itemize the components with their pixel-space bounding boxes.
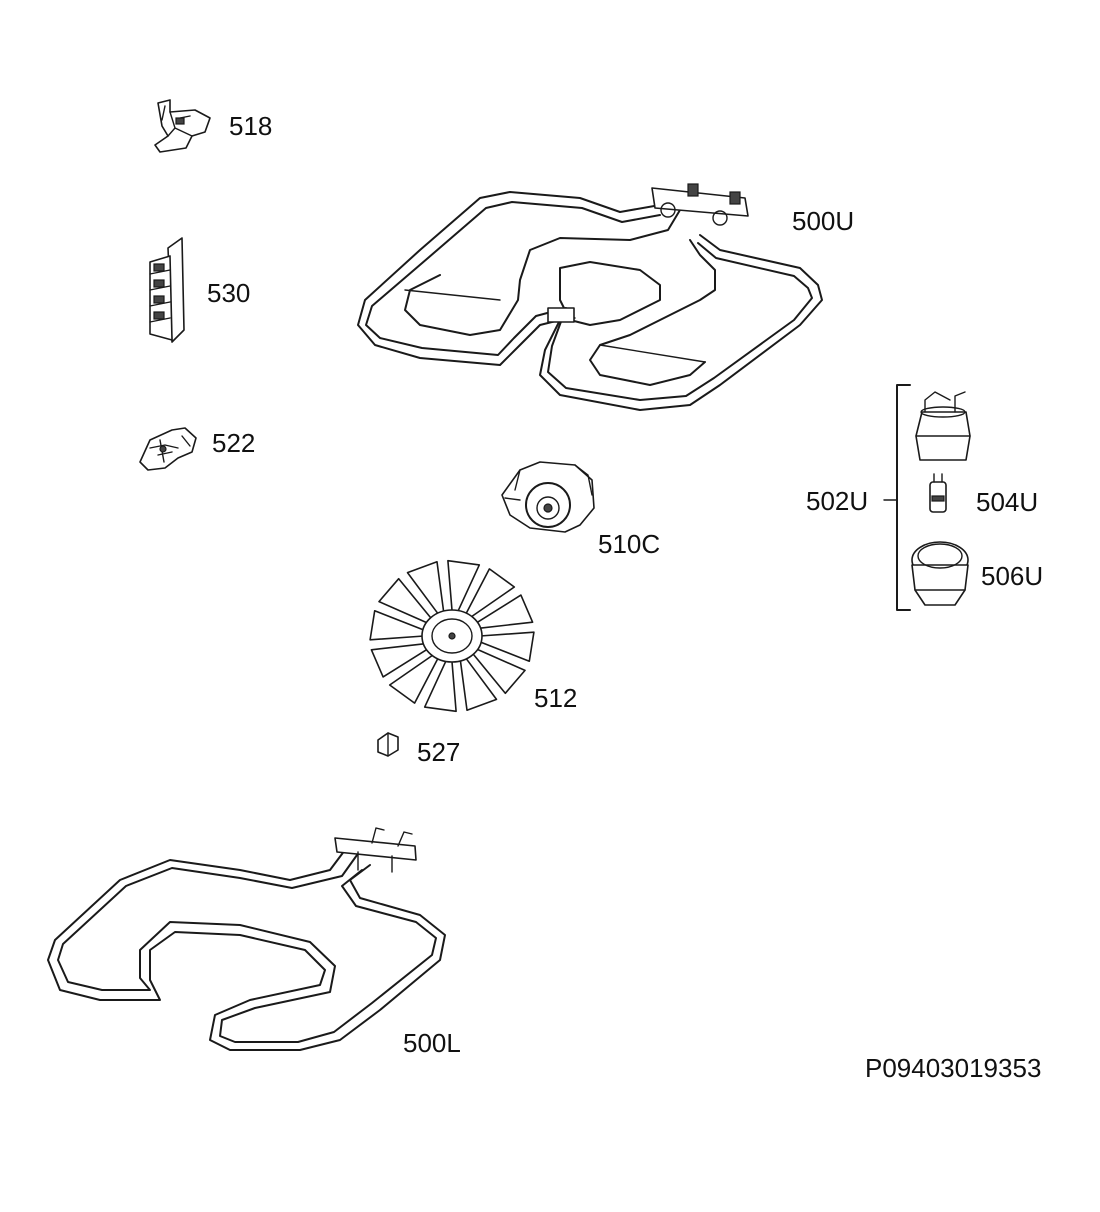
label-530: 530 [207, 278, 251, 308]
fan-center [448, 632, 456, 640]
part-504U-lamp-bulb[interactable] [929, 473, 947, 513]
part-500L-lower-heating-element[interactable] [47, 827, 446, 1051]
label-506U: 506U [981, 561, 1044, 591]
label-504U: 504U [976, 487, 1039, 517]
label-522: 522 [212, 428, 256, 458]
part-527-nut[interactable] [377, 732, 399, 757]
part-504U-lamp-socket[interactable] [915, 391, 971, 461]
part-518-bracket[interactable] [154, 99, 211, 153]
drawing-code: P09403019353 [865, 1053, 1042, 1083]
part-512-fan-blade[interactable] [369, 559, 535, 713]
label-518: 518 [229, 111, 273, 141]
label-500U: 500U [792, 206, 855, 236]
part-522-clip[interactable] [139, 427, 197, 471]
part-510C-fan-motor[interactable] [501, 461, 595, 533]
fan-hub-inner [431, 618, 473, 654]
label-512: 512 [534, 683, 578, 713]
label-510C: 510C [598, 529, 661, 559]
label-527: 527 [417, 737, 461, 767]
part-530-terminal-block[interactable] [149, 237, 185, 343]
part-502U-bracket [883, 384, 911, 611]
label-502U: 502U [806, 486, 869, 516]
label-500L: 500L [403, 1028, 461, 1058]
part-500U-upper-heating-element[interactable] [357, 183, 823, 411]
part-506U-lamp-cover[interactable] [911, 541, 969, 606]
